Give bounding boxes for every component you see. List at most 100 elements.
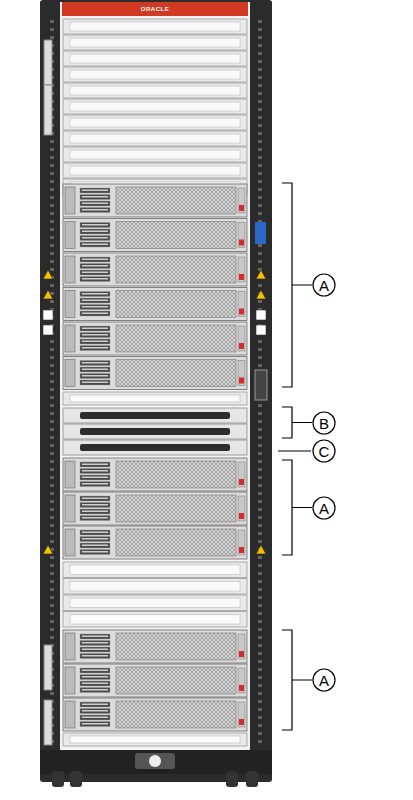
drive-bay-handle [82, 704, 108, 706]
post-hole [258, 684, 262, 687]
filler-face [70, 598, 240, 608]
server-ear [238, 668, 245, 693]
drive-bay [80, 702, 110, 707]
drive-bay [80, 333, 110, 338]
info-decal [256, 310, 266, 320]
post-hole [258, 676, 262, 679]
server-chassis [63, 492, 247, 525]
post-hole [258, 556, 262, 559]
server-ear [65, 256, 75, 283]
post-hole [50, 180, 54, 183]
filler-face [70, 22, 240, 31]
drive-bay-handle [82, 231, 108, 233]
drive-bay-handle [82, 196, 108, 198]
server-vent-mesh [116, 325, 236, 352]
post-hole [50, 468, 54, 471]
vented-panel [63, 440, 247, 455]
filler-face [70, 565, 240, 575]
post-hole [258, 700, 262, 703]
server-ear [238, 257, 245, 282]
drive-bay-handle [82, 203, 108, 205]
drive-bay-handle [82, 328, 108, 330]
drive-bay-handle [82, 224, 108, 226]
filler-panel [63, 147, 247, 162]
filler-face [70, 150, 240, 159]
drive-bay [80, 709, 110, 714]
server-ear [238, 702, 245, 727]
drive-bay [80, 516, 110, 521]
post-hole [258, 652, 262, 655]
server-indicator [239, 685, 244, 691]
post-hole [258, 636, 262, 639]
post-hole [258, 124, 262, 127]
post-hole [50, 252, 54, 255]
server-chassis [63, 253, 247, 286]
vented-panel [63, 424, 247, 439]
drive-bay-handle [82, 244, 108, 246]
drive-bay-handle [82, 717, 108, 719]
callout-circle [313, 274, 335, 296]
filler-panel [63, 35, 247, 50]
post-hole [50, 268, 54, 271]
post-hole [50, 340, 54, 343]
callout-letter: C [319, 444, 330, 459]
drive-bay-handle [82, 334, 108, 336]
server-vent-mesh [116, 667, 236, 694]
server-indicator [239, 651, 244, 657]
drive-bay [80, 722, 110, 727]
server-ear [65, 461, 75, 488]
post-hole [50, 260, 54, 263]
side-bracket [44, 85, 52, 135]
filler-panel [63, 595, 247, 611]
post-hole [50, 228, 54, 231]
post-hole [258, 260, 262, 263]
server-chassis [63, 322, 247, 355]
post-hole [258, 484, 262, 487]
drive-bay-handle [82, 670, 108, 672]
post-hole [50, 140, 54, 143]
filler-face [70, 38, 240, 47]
post-hole [258, 476, 262, 479]
drive-bay [80, 229, 110, 234]
drive-bay-handle [82, 470, 108, 472]
post-hole [258, 708, 262, 711]
drive-bay [80, 374, 110, 379]
drive-bay-handle [82, 278, 108, 280]
server-chassis [63, 698, 247, 731]
drive-bay-handle [82, 655, 108, 657]
drive-bay-handle [82, 369, 108, 371]
server-chassis [63, 630, 247, 663]
server-ear [238, 188, 245, 213]
post-hole [258, 196, 262, 199]
post-hole [258, 668, 262, 671]
warning-decal [43, 545, 53, 554]
drive-bay-handle [82, 347, 108, 349]
drive-bay [80, 339, 110, 344]
callout-circle [313, 440, 335, 462]
filler-face [70, 118, 240, 127]
drive-bay-handle [82, 538, 108, 540]
drive-bay [80, 675, 110, 680]
drive-bay-handle [82, 272, 108, 274]
post-hole [258, 500, 262, 503]
post-hole [258, 28, 262, 31]
post-hole [50, 524, 54, 527]
filler-panel [63, 562, 247, 578]
drive-bay [80, 201, 110, 206]
post-hole [258, 564, 262, 567]
drive-bay-handle [82, 259, 108, 261]
server-ear [65, 291, 75, 318]
post-hole [258, 420, 262, 423]
server-chassis [63, 357, 247, 390]
drive-bay [80, 311, 110, 316]
server-indicator [239, 343, 244, 349]
post-hole [50, 236, 54, 239]
drive-bay-handle [82, 209, 108, 211]
server-ear [65, 187, 75, 214]
post-hole [50, 36, 54, 39]
post-hole [258, 132, 262, 135]
post-hole [258, 732, 262, 735]
post-hole [50, 564, 54, 567]
drive-bay [80, 647, 110, 652]
